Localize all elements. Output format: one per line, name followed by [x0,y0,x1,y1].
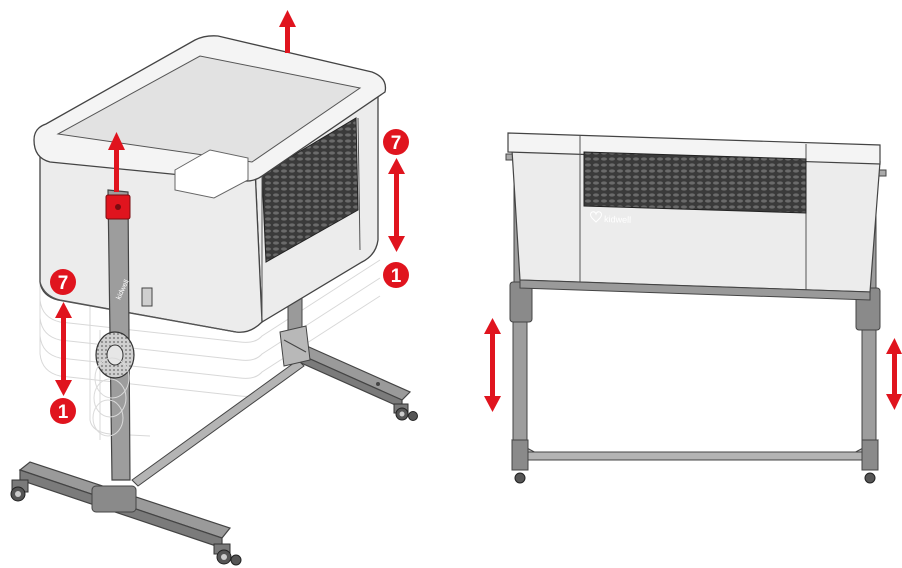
front-base-bar [18,461,232,549]
level-badge-top-right-text: 7 [391,133,402,154]
caster-wheel-rear [393,403,418,421]
front-view-double-arrow-left [484,318,501,412]
level-badge-top-left: 7 [50,269,76,295]
level-badge-bottom-left: 1 [50,398,76,424]
side-mesh-window [261,117,359,263]
level-badge-top-left-text: 7 [58,273,69,294]
front-view-brand-logo: kidwell [604,214,631,225]
front-view-double-arrow-right [886,338,902,410]
crib-perspective-view: kidwell [10,10,418,566]
caster-wheel-front-right [213,543,242,566]
bassinet-body [33,35,387,333]
heart-logo-icon [590,211,602,223]
front-view-floor-bar [527,451,863,461]
front-view-mesh-window [583,151,807,214]
diagonal-support-bar [131,359,305,487]
height-adjust-knob [95,331,135,379]
double-arrow-left [55,302,72,396]
level-badge-top-right: 7 [383,129,409,155]
height-release-button [105,194,131,220]
lift-arrow-top [279,10,296,53]
level-badge-bottom-left-text: 1 [58,402,69,423]
crib-front-view: kidwell [484,132,902,484]
rear-leg-post [279,289,311,367]
front-view-rim [507,132,881,165]
ghost-knobs [92,357,130,437]
front-view-bassinet: kidwell [507,132,881,301]
caster-wheel-front-left [10,479,29,502]
lift-arrow-button [108,132,125,192]
mattress [174,149,249,199]
double-arrow-right [388,158,405,252]
level-badge-bottom-right-text: 1 [391,266,402,287]
level-badge-bottom-right: 1 [383,262,409,288]
